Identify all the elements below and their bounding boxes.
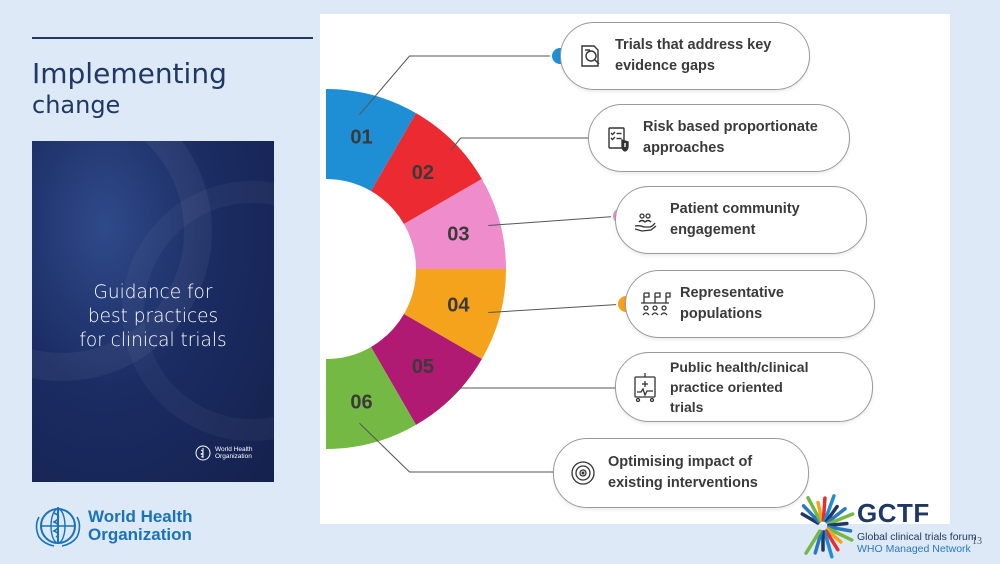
item-label-1: Trials that address key evidence gaps <box>615 37 772 74</box>
segment-02 <box>371 113 482 224</box>
title-rule <box>32 37 313 39</box>
item-label-6: Optimising impact of existing interventi… <box>608 454 758 491</box>
search-document-icon <box>573 41 607 71</box>
segment-01 <box>326 89 416 192</box>
clinical-monitor-icon <box>628 371 662 403</box>
segment-05 <box>371 314 482 425</box>
who-logo: World Health Organization <box>32 503 193 549</box>
segment-number-06: 06 <box>350 391 372 413</box>
who-logo-text: World Health Organization <box>88 507 193 544</box>
hand-people-icon <box>628 205 662 235</box>
title-line-2: change <box>32 90 121 119</box>
segment-number-04: 04 <box>447 294 470 316</box>
title-line-1: Implementing <box>32 57 227 90</box>
semicircle-diagram: 01 02 03 04 05 06 <box>326 46 638 482</box>
cover-logo-text: World Health Organization <box>215 445 253 460</box>
segment-number-02: 02 <box>412 162 434 184</box>
gctf-name: GCTF <box>857 498 930 528</box>
item-label-2: Risk based proportionate approaches <box>643 119 818 156</box>
flags-people-icon <box>638 289 672 319</box>
segment-number-05: 05 <box>412 356 434 378</box>
connector-line-04 <box>488 303 627 313</box>
connector-line-01 <box>359 55 560 116</box>
connector-line-02 <box>450 137 601 151</box>
item-label-3: Patient community engagement <box>670 201 800 238</box>
cover-title: Guidance for best practices for clinical… <box>79 282 227 352</box>
item-card-2: Risk based proportionate approaches <box>588 104 850 172</box>
connector-line-05 <box>450 387 628 399</box>
target-icon <box>566 458 600 488</box>
cover-who-logo: World Health Organization <box>195 445 252 461</box>
item-label-4: Representative populations <box>680 285 784 322</box>
gctf-subtitle: Global clinical trials forum <box>857 531 977 543</box>
segment-06 <box>326 346 416 449</box>
connector-line-03 <box>488 215 622 227</box>
who-emblem-icon <box>195 445 211 461</box>
item-card-3: Patient community engagement <box>615 186 867 254</box>
item-label-5: Public health/clinical practice oriented… <box>670 358 809 416</box>
segment-04 <box>403 269 506 359</box>
gctf-network: WHO Managed Network <box>857 543 971 555</box>
segment-number-03: 03 <box>447 224 469 246</box>
slide-title: Implementing change <box>32 57 227 119</box>
item-card-5: Public health/clinical practice oriented… <box>615 352 873 422</box>
gctf-logo: GCTF Global clinical trials forum WHO Ma… <box>785 494 977 564</box>
checklist-shield-icon <box>601 123 635 153</box>
item-card-6: Optimising impact of existing interventi… <box>553 438 809 508</box>
item-card-1: Trials that address key evidence gaps <box>560 22 810 90</box>
connector-line-06 <box>359 422 564 473</box>
guidance-cover-image: Guidance for best practices for clinical… <box>32 141 274 482</box>
item-card-4: Representative populations <box>625 270 875 338</box>
who-emblem-icon <box>35 507 81 547</box>
segment-number-01: 01 <box>350 127 372 149</box>
gctf-burst-icon <box>800 494 855 559</box>
page-number: 13 <box>972 536 982 547</box>
segment-03 <box>403 179 506 269</box>
